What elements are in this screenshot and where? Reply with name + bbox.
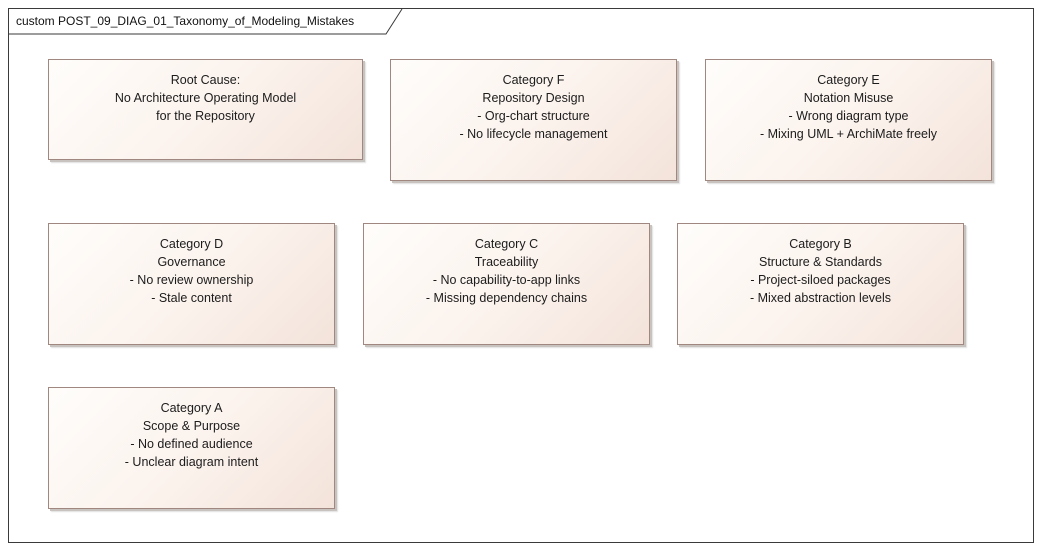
category-a-item: - Unclear diagram intent [124, 455, 259, 469]
category-d-item: - Stale content [151, 291, 232, 305]
category-d-box[interactable]: Category D Governance - No review owners… [48, 223, 335, 345]
root-cause-label: Root Cause: [170, 73, 241, 87]
category-a-item: - No defined audience [130, 437, 253, 451]
diagram-frame-tab: custom POST_09_DIAG_01_Taxonomy_of_Model… [9, 9, 404, 35]
category-e-title: Notation Misuse [803, 91, 894, 105]
category-a-box[interactable]: Category A Scope & Purpose - No defined … [48, 387, 335, 509]
category-f-box[interactable]: Category F Repository Design - Org-chart… [390, 59, 677, 181]
category-f-label: Category F [502, 73, 565, 87]
root-cause-title: No Architecture Operating Model [114, 91, 297, 105]
diagram-title: custom POST_09_DIAG_01_Taxonomy_of_Model… [16, 14, 355, 28]
category-f-title: Repository Design [482, 91, 585, 105]
root-cause-detail: for the Repository [156, 109, 255, 123]
category-e-item: - Wrong diagram type [788, 109, 909, 123]
category-b-box[interactable]: Category B Structure & Standards - Proje… [677, 223, 964, 345]
frame-tab-outline [9, 9, 403, 35]
category-c-item: - Missing dependency chains [425, 291, 588, 305]
category-b-item: - Project-siloed packages [750, 273, 891, 287]
root-cause-box[interactable]: Root Cause: No Architecture Operating Mo… [48, 59, 363, 160]
category-e-item: - Mixing UML + ArchiMate freely [759, 127, 938, 141]
category-b-title: Structure & Standards [759, 255, 882, 269]
category-a-title: Scope & Purpose [142, 419, 241, 433]
category-c-box[interactable]: Category C Traceability - No capability-… [363, 223, 650, 345]
category-a-label: Category A [160, 401, 223, 415]
category-e-box[interactable]: Category E Notation Misuse - Wrong diagr… [705, 59, 992, 181]
category-c-title: Traceability [474, 255, 539, 269]
category-d-label: Category D [159, 237, 224, 251]
category-b-item: - Mixed abstraction levels [749, 291, 892, 305]
category-d-title: Governance [157, 255, 226, 269]
category-f-item: - Org-chart structure [477, 109, 590, 123]
category-e-label: Category E [817, 73, 880, 87]
category-c-item: - No capability-to-app links [432, 273, 581, 287]
category-f-item: - No lifecycle management [459, 127, 608, 141]
category-c-label: Category C [474, 237, 539, 251]
category-d-item: - No review ownership [129, 273, 254, 287]
category-b-label: Category B [789, 237, 852, 251]
